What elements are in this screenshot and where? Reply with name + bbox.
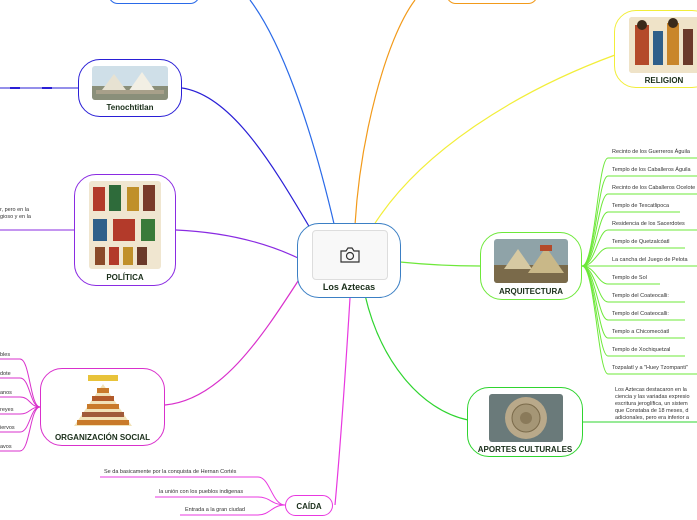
- node-arquitectura[interactable]: ARQUITECTURA: [480, 232, 582, 300]
- list-item[interactable]: Tozpalatl y a "Huey Tzompanti": [612, 365, 688, 371]
- list-item[interactable]: Entrada a la gran ciudad: [185, 507, 245, 513]
- center-node[interactable]: Los Aztecas: [297, 223, 401, 298]
- list-item[interactable]: Templo del Coateocalli:: [612, 293, 669, 299]
- politica-label: POLÍTICA: [106, 273, 144, 282]
- politica-text-line1: r, pero en la: [0, 207, 30, 213]
- caida-label: CAÍDA: [296, 502, 322, 511]
- tenochtitlan-image: [92, 66, 168, 100]
- connector-arquitectura: [399, 261, 481, 267]
- list-item[interactable]: Templo del Coateocalli:: [612, 311, 669, 317]
- connector-top-blue: [249, 0, 336, 229]
- tenochtitlan-label: Tenochtitlan: [106, 103, 154, 112]
- node-top-orange-offscreen[interactable]: [446, 0, 538, 4]
- politica-image: [89, 181, 161, 269]
- node-caida[interactable]: CAÍDA: [285, 495, 333, 516]
- connector-aportes: [364, 294, 469, 421]
- aportes-label: APORTES CULTURALES: [477, 445, 573, 454]
- list-item[interactable]: iervos: [0, 425, 15, 431]
- list-item[interactable]: Templo de los Caballeros Águila: [612, 167, 691, 173]
- list-item[interactable]: Templo de Texcatlipoca: [612, 203, 670, 209]
- list-item[interactable]: Templo a Chicomecóatl: [612, 329, 670, 335]
- node-top-offscreen[interactable]: [108, 0, 200, 4]
- list-item[interactable]: Templo de Quetzalcóatl: [612, 239, 670, 245]
- aportes-text-line: Los Aztecas destacaron en la: [615, 387, 687, 393]
- connector-tenochtitlan: [181, 87, 311, 229]
- aportes-text-line: escritura jeroglífica, un sistem: [615, 401, 688, 407]
- connector-organizacion: [164, 277, 301, 406]
- list-item[interactable]: La cancha del Juego de Pelota: [612, 257, 688, 263]
- politica-text-line2: gioso y en la: [0, 214, 31, 220]
- list-item[interactable]: reyes: [0, 407, 14, 413]
- aportes-text: Los Aztecas destacaron en la ciencia y l…: [615, 387, 690, 422]
- node-tenochtitlan[interactable]: Tenochtitlan: [78, 59, 182, 117]
- aportes-text-line: adicionales, pero era inferior a: [615, 415, 689, 421]
- node-religion[interactable]: RELIGION: [614, 10, 697, 88]
- list-item[interactable]: Se da basicamente por la conquista de He…: [104, 469, 237, 475]
- connector-politica: [175, 229, 299, 259]
- node-organizacion[interactable]: ORGANIZACIÓN SOCIAL: [40, 368, 165, 446]
- aportes-text-line: que Constaba de 18 meses, d: [615, 408, 689, 414]
- list-item[interactable]: avos: [0, 444, 12, 450]
- list-item[interactable]: la unión con los pueblos indigenas: [159, 489, 244, 495]
- list-item[interactable]: dote: [0, 371, 11, 377]
- connector-caida: [334, 297, 351, 506]
- organizacion-label: ORGANIZACIÓN SOCIAL: [54, 433, 151, 442]
- list-item[interactable]: anos: [0, 390, 12, 396]
- node-politica[interactable]: POLÍTICA: [74, 174, 176, 286]
- aportes-text-line: ciencia y las variadas expresio: [615, 394, 690, 400]
- list-item[interactable]: Templo de Sol: [612, 275, 647, 281]
- list-item[interactable]: Recinto de los Caballeros Ocelote: [612, 185, 696, 191]
- list-item[interactable]: Templo de Xochiquetzal: [612, 347, 671, 353]
- organizacion-image: [66, 374, 140, 430]
- node-aportes[interactable]: APORTES CULTURALES: [467, 387, 583, 457]
- connector-religion: [371, 54, 616, 229]
- center-image-placeholder: [312, 230, 388, 280]
- list-item[interactable]: Residencia de los Sacerdotes: [612, 221, 685, 227]
- arquitectura-image: [494, 239, 568, 283]
- camera-icon: [340, 247, 360, 263]
- arquitectura-label: ARQUITECTURA: [499, 287, 563, 296]
- aportes-image: [489, 394, 563, 442]
- religion-image: [629, 17, 697, 73]
- list-item[interactable]: bles: [0, 352, 11, 358]
- religion-label: RELIGION: [644, 76, 684, 85]
- center-label: Los Aztecas: [322, 282, 376, 292]
- list-item[interactable]: Recinto de los Guerreros Águila: [612, 149, 690, 155]
- connector-top-orange: [354, 0, 416, 226]
